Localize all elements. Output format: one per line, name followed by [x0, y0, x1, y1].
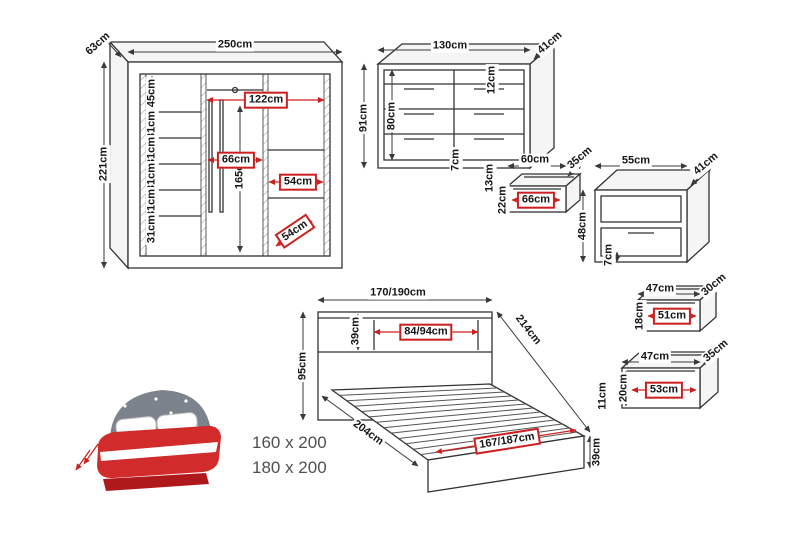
nightstand-drawing: [580, 163, 713, 264]
mattress-size-1: 160 x 200: [252, 433, 327, 452]
dim-dresser-height: 91cm: [357, 101, 371, 135]
dim-drawer-small-width: 47cm: [643, 282, 677, 296]
dim-bed-height: 95cm: [296, 349, 310, 383]
dim-dresser-drawer-inner: 66cm: [516, 191, 556, 209]
dim-drawer-large-side: 11cm: [596, 380, 610, 412]
dim-drawer-large-inner: 53cm: [644, 381, 684, 399]
dim-bed-headboard-shelf: 39cm: [349, 314, 363, 348]
dim-dresser-drawer-width: 60cm: [518, 153, 552, 167]
dim-nightstand-plinth: 7cm: [602, 241, 616, 269]
dim-bed-headboard-inner: 84/94cm: [399, 323, 453, 341]
dim-drawer-small-height: 18cm: [633, 299, 647, 333]
dim-bed-width: 170/190cm: [368, 286, 428, 300]
dim-dresser-drawer-height: 22cm: [496, 183, 510, 217]
dim-nightstand-height: 48cm: [576, 209, 590, 243]
dim-drawer-large-width: 47cm: [638, 350, 672, 364]
dim-wardrobe-height: 221cm: [97, 144, 111, 184]
dim-drawer-small-inner: 51cm: [652, 307, 692, 325]
mattress-size-2: 180 x 200: [252, 458, 327, 477]
dim-wardrobe-middle-width: 66cm: [216, 151, 256, 169]
bed-logo: [75, 390, 221, 491]
dim-wardrobe-shelf-5: 31cm: [145, 212, 159, 246]
door-handle: [208, 99, 213, 213]
dim-bed-footboard-height: 39cm: [590, 435, 604, 469]
dim-dresser-inner-height: 80cm: [385, 99, 399, 133]
dim-dresser-width: 130cm: [430, 39, 470, 53]
dim-dresser-top-drawer: 12cm: [485, 63, 499, 97]
bed-base: [103, 473, 209, 491]
dim-wardrobe-top-shelf: 45cm: [145, 76, 159, 110]
dim-wardrobe-width: 250cm: [215, 38, 255, 52]
dim-wardrobe-inner-width: 122cm: [243, 91, 289, 109]
dim-wardrobe-right-width: 54cm: [278, 173, 318, 191]
dim-drawer-large-height: 20cm: [617, 371, 631, 405]
sheet-fold: [100, 442, 218, 461]
dim-dresser-clearance: 13cm: [483, 161, 497, 195]
dim-dresser-plinth: 7cm: [449, 146, 463, 174]
dresser-drawing: [361, 38, 558, 187]
dim-nightstand-width: 55cm: [619, 154, 653, 168]
